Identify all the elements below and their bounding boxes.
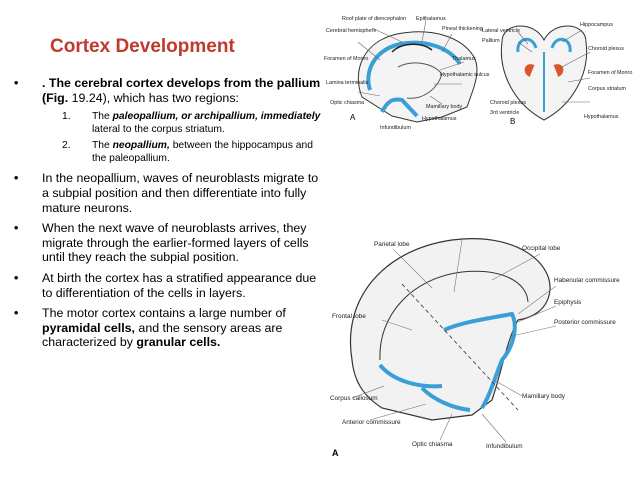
bullet-item: • At birth the cortex has a stratified a… — [14, 271, 324, 300]
slide-title: Cortex Development — [50, 36, 235, 57]
label-cerebral-hemisphere: Cerebral hemisphere — [326, 28, 376, 34]
bullet-item: • When the next wave of neuroblasts arri… — [14, 221, 324, 265]
bullet-text: . The cerebral cortex develops from the … — [42, 76, 324, 105]
figure-bottom-svg: Parietal lobe Occipital lobe Habenular c… — [330, 238, 620, 458]
label-pallium: Pallium — [482, 38, 500, 44]
bullet-text: In the neopallium, waves of neuroblasts … — [42, 171, 324, 215]
sub-item-text-part: between the hippocampus and the paleopal… — [92, 139, 313, 164]
sub-item-text: The paleopallium, or archipallium, immed… — [92, 111, 324, 137]
sub-item-text-part: paleopallium, or archipallium, immediate… — [112, 111, 321, 123]
label-hippocampus: Hippocampus — [580, 22, 613, 28]
panel-label-b: B — [510, 117, 515, 126]
sub-item-text-part: The — [92, 139, 113, 151]
panel-label-a: A — [350, 113, 356, 122]
sub-item-text-part: The — [92, 111, 113, 123]
brain-sagittal-figure: Parietal lobe Occipital lobe Habenular c… — [322, 210, 622, 465]
label-habenular-commissure: Habenular commissure — [554, 277, 620, 284]
bullet-text-part: In the neopallium, waves of neuroblasts … — [42, 171, 319, 215]
sub-item-text-part: lateral to the corpus striatum. — [92, 123, 225, 135]
bullet-text-part: . The cerebral cortex develops from the … — [42, 76, 321, 105]
bullet-text: When the next wave of neuroblasts arrive… — [42, 221, 324, 265]
bullet-text-part: When the next wave of neuroblasts arrive… — [42, 221, 309, 265]
label-hypothalamus: Hypothalamus — [422, 116, 457, 122]
label-epithalamus: Epithalamus — [416, 16, 446, 22]
bullet-marker: • — [14, 306, 19, 321]
label-foramen-monro: Foramen of Monro — [324, 56, 368, 62]
label-lateral-ventricle: Lateral ventricle — [482, 28, 520, 34]
brain-development-figure-top: Roof plate of diencephalon Cerebral hemi… — [322, 12, 634, 132]
label-third-ventricle: 3rd ventricle — [490, 110, 519, 116]
label-frontal-lobe: Frontal lobe — [332, 313, 366, 320]
bullet-text: The motor cortex contains a large number… — [42, 306, 324, 350]
label-epiphysis: Epiphysis — [554, 299, 581, 306]
bullet-list: • . The cerebral cortex develops from the… — [14, 76, 324, 356]
sub-item-number: 1. — [62, 111, 71, 123]
label-hypothalamus-b: Hypothalamus — [584, 114, 619, 120]
bullet-item: • The motor cortex contains a large numb… — [14, 306, 324, 350]
label-parietal-lobe: Parietal lobe — [374, 241, 410, 248]
sub-list: 1. The paleopallium, or archipallium, imm… — [62, 111, 324, 165]
label-corpus-callosum: Corpus callosum — [330, 395, 378, 402]
label-infundibulum-b: Infundibulum — [486, 443, 523, 450]
bullet-item: • . The cerebral cortex develops from the… — [14, 76, 324, 105]
label-choroid-plexus-b: Choroid plexus — [588, 46, 624, 52]
label-infundibulum: Infundibulum — [380, 125, 411, 131]
panel-label-bottom: A — [332, 448, 339, 458]
bullet-marker: • — [14, 270, 19, 285]
bullet-text-part: At birth the cortex has a stratified app… — [42, 270, 317, 300]
label-anterior-commissure: Anterior commissure — [342, 419, 401, 426]
figure-top-svg: Roof plate of diencephalon Cerebral hemi… — [324, 16, 632, 131]
bullet-text-part: The motor cortex contains a large number… — [42, 306, 286, 321]
sub-item: 1. The paleopallium, or archipallium, imm… — [62, 111, 324, 137]
sub-item-number: 2. — [62, 139, 71, 151]
bullet-item: • In the neopallium, waves of neuroblast… — [14, 171, 324, 215]
label-choroid-plexus: Choroid plexus — [490, 100, 526, 106]
label-corpus-striatum: Corpus striatum — [588, 86, 627, 92]
label-lamina-terminalis: Lamina terminalis — [326, 80, 369, 86]
bullet-text-part: granular cells. — [136, 335, 221, 350]
label-occipital-lobe: Occipital lobe — [522, 245, 561, 252]
label-foramen-monro-b: Foramen of Monro — [588, 70, 632, 76]
sub-item: 2. The neopallium, between the hippocampu… — [62, 140, 324, 166]
label-posterior-commissure: Posterior commissure — [554, 319, 616, 326]
label-mamillary-body: Mamillary body — [522, 393, 566, 400]
bullet-text-part: and the sensory areas are characterized … — [42, 320, 283, 350]
bullet-text: At birth the cortex has a stratified app… — [42, 271, 324, 300]
bullet-text-part: 19.24), which has two regions: — [71, 90, 239, 105]
label-roof-plate: Roof plate of diencephalon — [342, 16, 406, 22]
sub-item-text-part: neopallium, — [112, 139, 170, 151]
label-optic-chiasma: Optic chiasma — [330, 100, 364, 106]
bullet-marker: • — [14, 171, 19, 186]
bullet-marker: • — [14, 221, 19, 236]
label-pineal: Pineal thickening — [442, 26, 483, 32]
bullet-text-part: pyramidal cells, — [42, 320, 135, 335]
label-mamillary: Mamillary body — [426, 104, 463, 110]
bullet-marker: • — [14, 76, 19, 90]
label-optic-chiasma-b: Optic chiasma — [412, 441, 453, 448]
label-hypothalamic-sulcus: Hypothalamic sulcus — [440, 72, 490, 78]
sub-item-text: The neopallium, between the hippocampus … — [92, 140, 324, 166]
label-thalamus: Thalamus — [452, 56, 476, 62]
